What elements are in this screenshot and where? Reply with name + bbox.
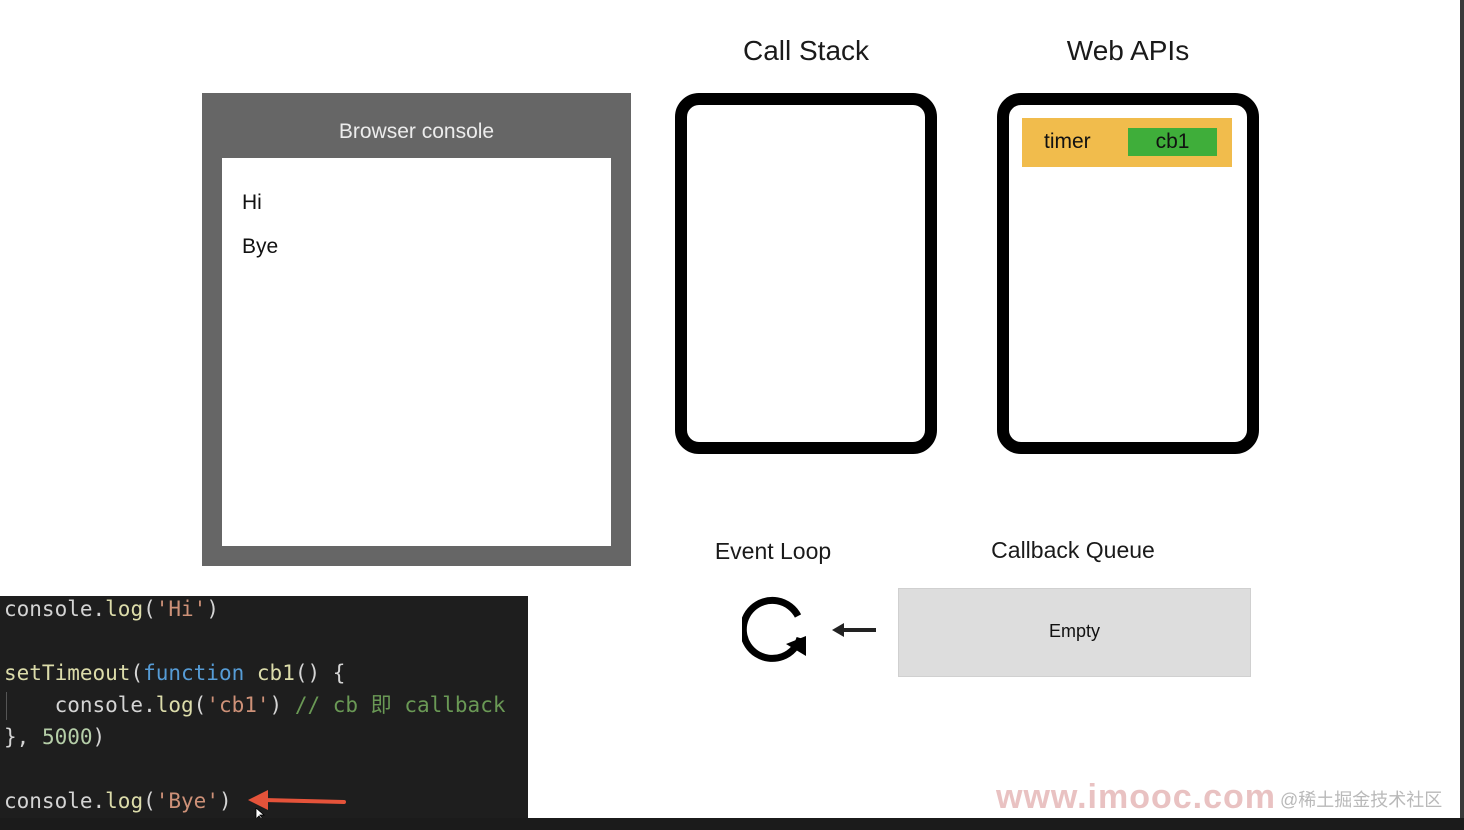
code-token: console. (4, 789, 106, 813)
browser-console-title: Browser console (338, 120, 495, 143)
console-output-line: Hi (242, 191, 262, 214)
code-token: }, (4, 725, 42, 749)
refresh-loop-icon (742, 596, 806, 662)
code-comment: // cb 即 callback (294, 693, 506, 717)
indent-guide (6, 692, 7, 720)
code-token: 'Hi' (155, 597, 207, 621)
code-token: console. (4, 597, 106, 621)
code-token: ) (269, 693, 295, 717)
call-stack-box (675, 93, 937, 454)
left-arrow-icon (832, 623, 876, 637)
code-token: ) (218, 789, 232, 813)
code-editor-panel: console.log('Hi') setTimeout(function cb… (0, 596, 528, 818)
code-token: 5000 (41, 725, 93, 749)
timer-callback-chip: cb1 (1128, 128, 1217, 156)
code-token: console. (4, 693, 156, 717)
browser-console-panel: Browser console Hi Bye (202, 93, 631, 566)
window-edge-right (1460, 0, 1464, 830)
watermark-imooc: www.imooc.com (996, 778, 1277, 816)
web-api-timer-item: timer cb1 (1022, 118, 1232, 167)
code-token: ( (143, 789, 156, 813)
callback-queue-box: Empty (898, 588, 1251, 677)
code-token: log (105, 597, 144, 621)
code-token: cb1 (256, 661, 295, 685)
window-edge-bottom (0, 818, 1464, 830)
code-token (244, 661, 257, 685)
callback-queue-status: Empty (1048, 621, 1100, 641)
code-line: }, 5000) (4, 722, 105, 752)
code-line: console.log('Bye') (4, 786, 232, 816)
call-stack-title: Call Stack (742, 35, 870, 66)
code-line: console.log('Hi') (4, 594, 219, 624)
code-token: 'cb1' (206, 693, 270, 717)
code-token: setTimeout (4, 661, 131, 685)
code-line: setTimeout(function cb1() { (4, 658, 345, 688)
code-token: log (105, 789, 144, 813)
code-token: function (143, 661, 245, 685)
timer-label: timer (1044, 130, 1091, 153)
console-output-line: Bye (242, 235, 279, 258)
code-token: 'Bye' (155, 789, 219, 813)
code-token: log (155, 693, 194, 717)
callback-queue-title: Callback Queue (991, 537, 1155, 563)
watermark-juejin: @稀土掘金技术社区 (1280, 790, 1443, 810)
web-apis-title: Web APIs (1066, 35, 1190, 66)
code-token: ( (193, 693, 207, 717)
pointer-arrow-icon (248, 790, 346, 810)
code-token: ( (143, 597, 156, 621)
browser-console-output: Hi Bye (222, 158, 611, 546)
code-token: ) (92, 725, 106, 749)
code-line: console.log('cb1') // cb 即 callback (4, 690, 506, 720)
code-token: ( (130, 661, 144, 685)
event-loop-title: Event Loop (714, 538, 832, 564)
code-token: () { (294, 661, 346, 685)
code-token: ) (206, 597, 219, 621)
